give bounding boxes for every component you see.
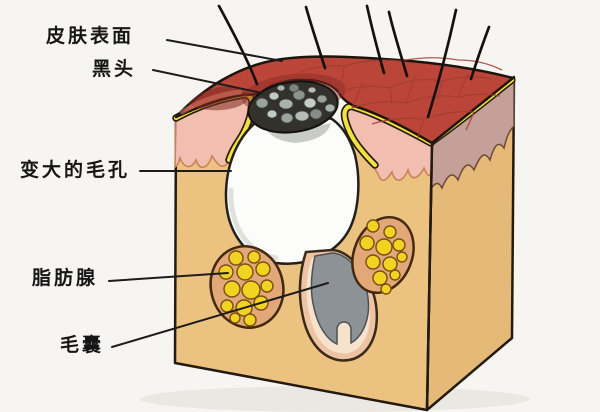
label-skin-surface: 皮肤表面 xyxy=(46,26,135,47)
label-blackhead: 黑头 xyxy=(92,59,137,80)
label-enlarged-pore: 变大的毛孔 xyxy=(20,160,131,181)
leader-line-blackhead xyxy=(152,69,263,94)
enlarged-pore-shape xyxy=(224,112,360,265)
blackhead-speckles xyxy=(255,83,336,124)
hair-strand xyxy=(469,25,491,81)
hair-strand xyxy=(387,10,409,78)
leader-line-sebaceous-gland xyxy=(108,272,229,282)
skin-surface-highlight xyxy=(179,89,243,115)
hair-strand xyxy=(365,4,386,75)
leader-line-skin-surface xyxy=(166,39,283,62)
sebaceous-gland-right xyxy=(351,215,415,295)
gland-left-lobules xyxy=(218,250,274,327)
skin-cell-texture xyxy=(299,57,503,139)
sebaceous-gland-left xyxy=(209,245,285,329)
leader-line-hair-follicle xyxy=(111,282,329,348)
hair-strand xyxy=(304,5,327,70)
side-face-dermis-band xyxy=(429,77,515,193)
block-corner-edge xyxy=(425,142,434,411)
label-sebaceous-gland: 脂肪腺 xyxy=(32,268,99,289)
hair-strand xyxy=(217,4,259,86)
hairs xyxy=(217,4,491,119)
label-hair-follicle: 毛囊 xyxy=(60,335,105,356)
hair-strand xyxy=(426,8,458,119)
hair-follicle-shape xyxy=(298,248,379,362)
pore-cavity xyxy=(224,112,360,265)
blackhead-mass xyxy=(247,80,339,134)
gland-right-lobules xyxy=(359,219,408,295)
leader-lines xyxy=(108,39,329,348)
